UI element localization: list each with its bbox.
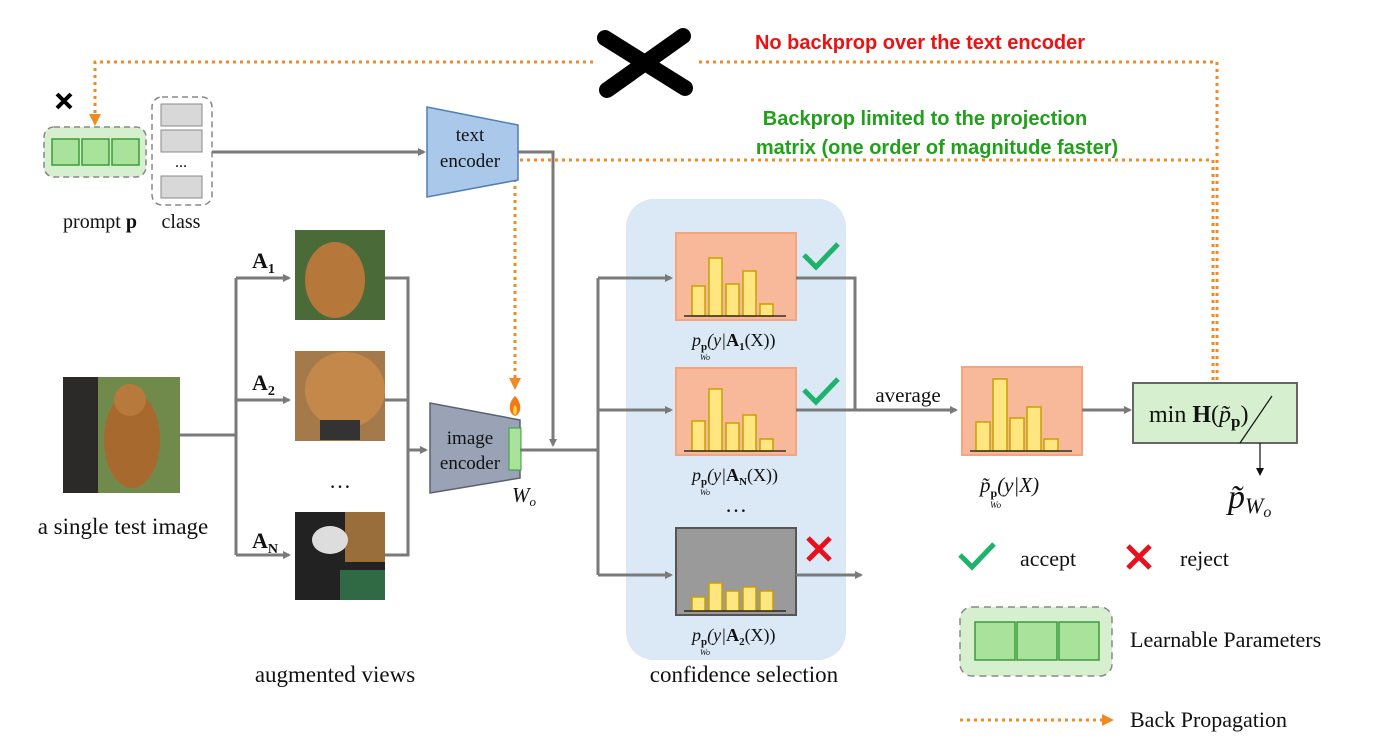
averaged-distribution <box>961 366 1083 456</box>
limited-backprop-path <box>509 158 1215 390</box>
svg-text:...: ... <box>175 154 187 171</box>
prediction-formula: pp(y|AN(X)) <box>690 465 778 488</box>
entropy-objective: min H(p̃p) <box>1149 402 1248 431</box>
histogram-bar <box>708 257 723 317</box>
svg-text:image: image <box>447 428 493 449</box>
class-tokens: ... <box>151 96 213 206</box>
histogram-bar <box>725 590 740 612</box>
svg-text:Wo: Wo <box>700 648 710 657</box>
augmentation-label: AN <box>252 528 278 557</box>
prediction-distribution-3 <box>675 527 797 616</box>
flame-icon <box>509 396 521 416</box>
histogram-bar <box>742 586 757 612</box>
augmented-views-caption: augmented views <box>255 662 415 687</box>
prediction-formula: pp(y|A2(X)) <box>690 625 776 648</box>
histogram-bar <box>708 582 723 612</box>
prompt-label: prompt p <box>63 211 137 233</box>
strike-through <box>1239 395 1273 444</box>
svg-text:text: text <box>456 125 485 146</box>
projection-label: Wo <box>512 483 537 509</box>
augmented-image-n <box>295 512 385 600</box>
legend-learnable: Learnable Parameters <box>1130 627 1321 652</box>
histogram-bar <box>725 422 740 452</box>
test-image <box>63 377 180 493</box>
average-label: average <box>875 383 940 407</box>
average-formula: p̃p(y|X) <box>978 473 1039 500</box>
accept-check-icon <box>958 542 996 571</box>
histogram-bar <box>742 414 757 452</box>
histogram-bar <box>759 438 774 452</box>
augmented-image-1 <box>295 230 385 320</box>
legend-accept: accept <box>1020 546 1076 571</box>
prediction-ellipsis: … <box>725 492 747 517</box>
accept-check-icon <box>802 377 840 406</box>
confidence-selection-caption: confidence selection <box>650 662 839 687</box>
histogram-bar <box>691 285 706 317</box>
optimized-prediction: p̃Wo <box>1226 479 1271 521</box>
histogram-bar <box>691 420 706 452</box>
histogram-bar <box>708 388 723 452</box>
class-label: class <box>162 211 201 233</box>
histogram-bar <box>725 283 740 317</box>
svg-text:encoder: encoder <box>440 151 501 172</box>
accept-check-icon <box>802 242 840 271</box>
limited-backprop-line2: matrix (one order of magnitude faster) <box>756 137 1118 159</box>
entropy-objective-box <box>1132 382 1298 444</box>
legend-reject: reject <box>1180 546 1229 571</box>
big-cross-icon <box>597 28 693 98</box>
histogram-bar <box>759 303 774 317</box>
svg-text:Wo: Wo <box>990 500 1002 510</box>
prediction-distribution-1 <box>675 232 797 321</box>
histogram-bar <box>691 596 706 612</box>
augmentation-label: A1 <box>252 248 275 277</box>
prediction-distribution-2 <box>675 367 797 456</box>
augmented-image-2 <box>295 351 385 441</box>
svg-text:encoder: encoder <box>440 453 501 474</box>
reject-cross-icon <box>1126 544 1152 570</box>
reject-cross-icon <box>806 536 832 562</box>
svg-text:Wo: Wo <box>700 488 710 497</box>
legend-backprop: Back Propagation <box>1130 707 1287 732</box>
histogram-bar <box>742 270 757 317</box>
test-image-label: a single test image <box>38 514 209 539</box>
augmentation-label: A2 <box>252 370 275 399</box>
text-encoder <box>426 106 519 198</box>
histogram-bar <box>759 590 774 612</box>
no-backprop-annotation: No backprop over the text encoder <box>755 32 1085 54</box>
prediction-formula: pp(y|A1(X)) <box>690 330 776 353</box>
projection-matrix <box>508 427 522 471</box>
augmented-ellipsis: … <box>329 468 351 493</box>
svg-text:Wo: Wo <box>700 353 710 362</box>
no-backprop-path <box>89 60 1219 380</box>
legend-learnable-swatch <box>959 606 1113 677</box>
small-cross-icon <box>55 92 73 110</box>
learnable-prompt <box>43 126 147 178</box>
limited-backprop-line1: Backprop limited to the projection <box>763 108 1087 130</box>
